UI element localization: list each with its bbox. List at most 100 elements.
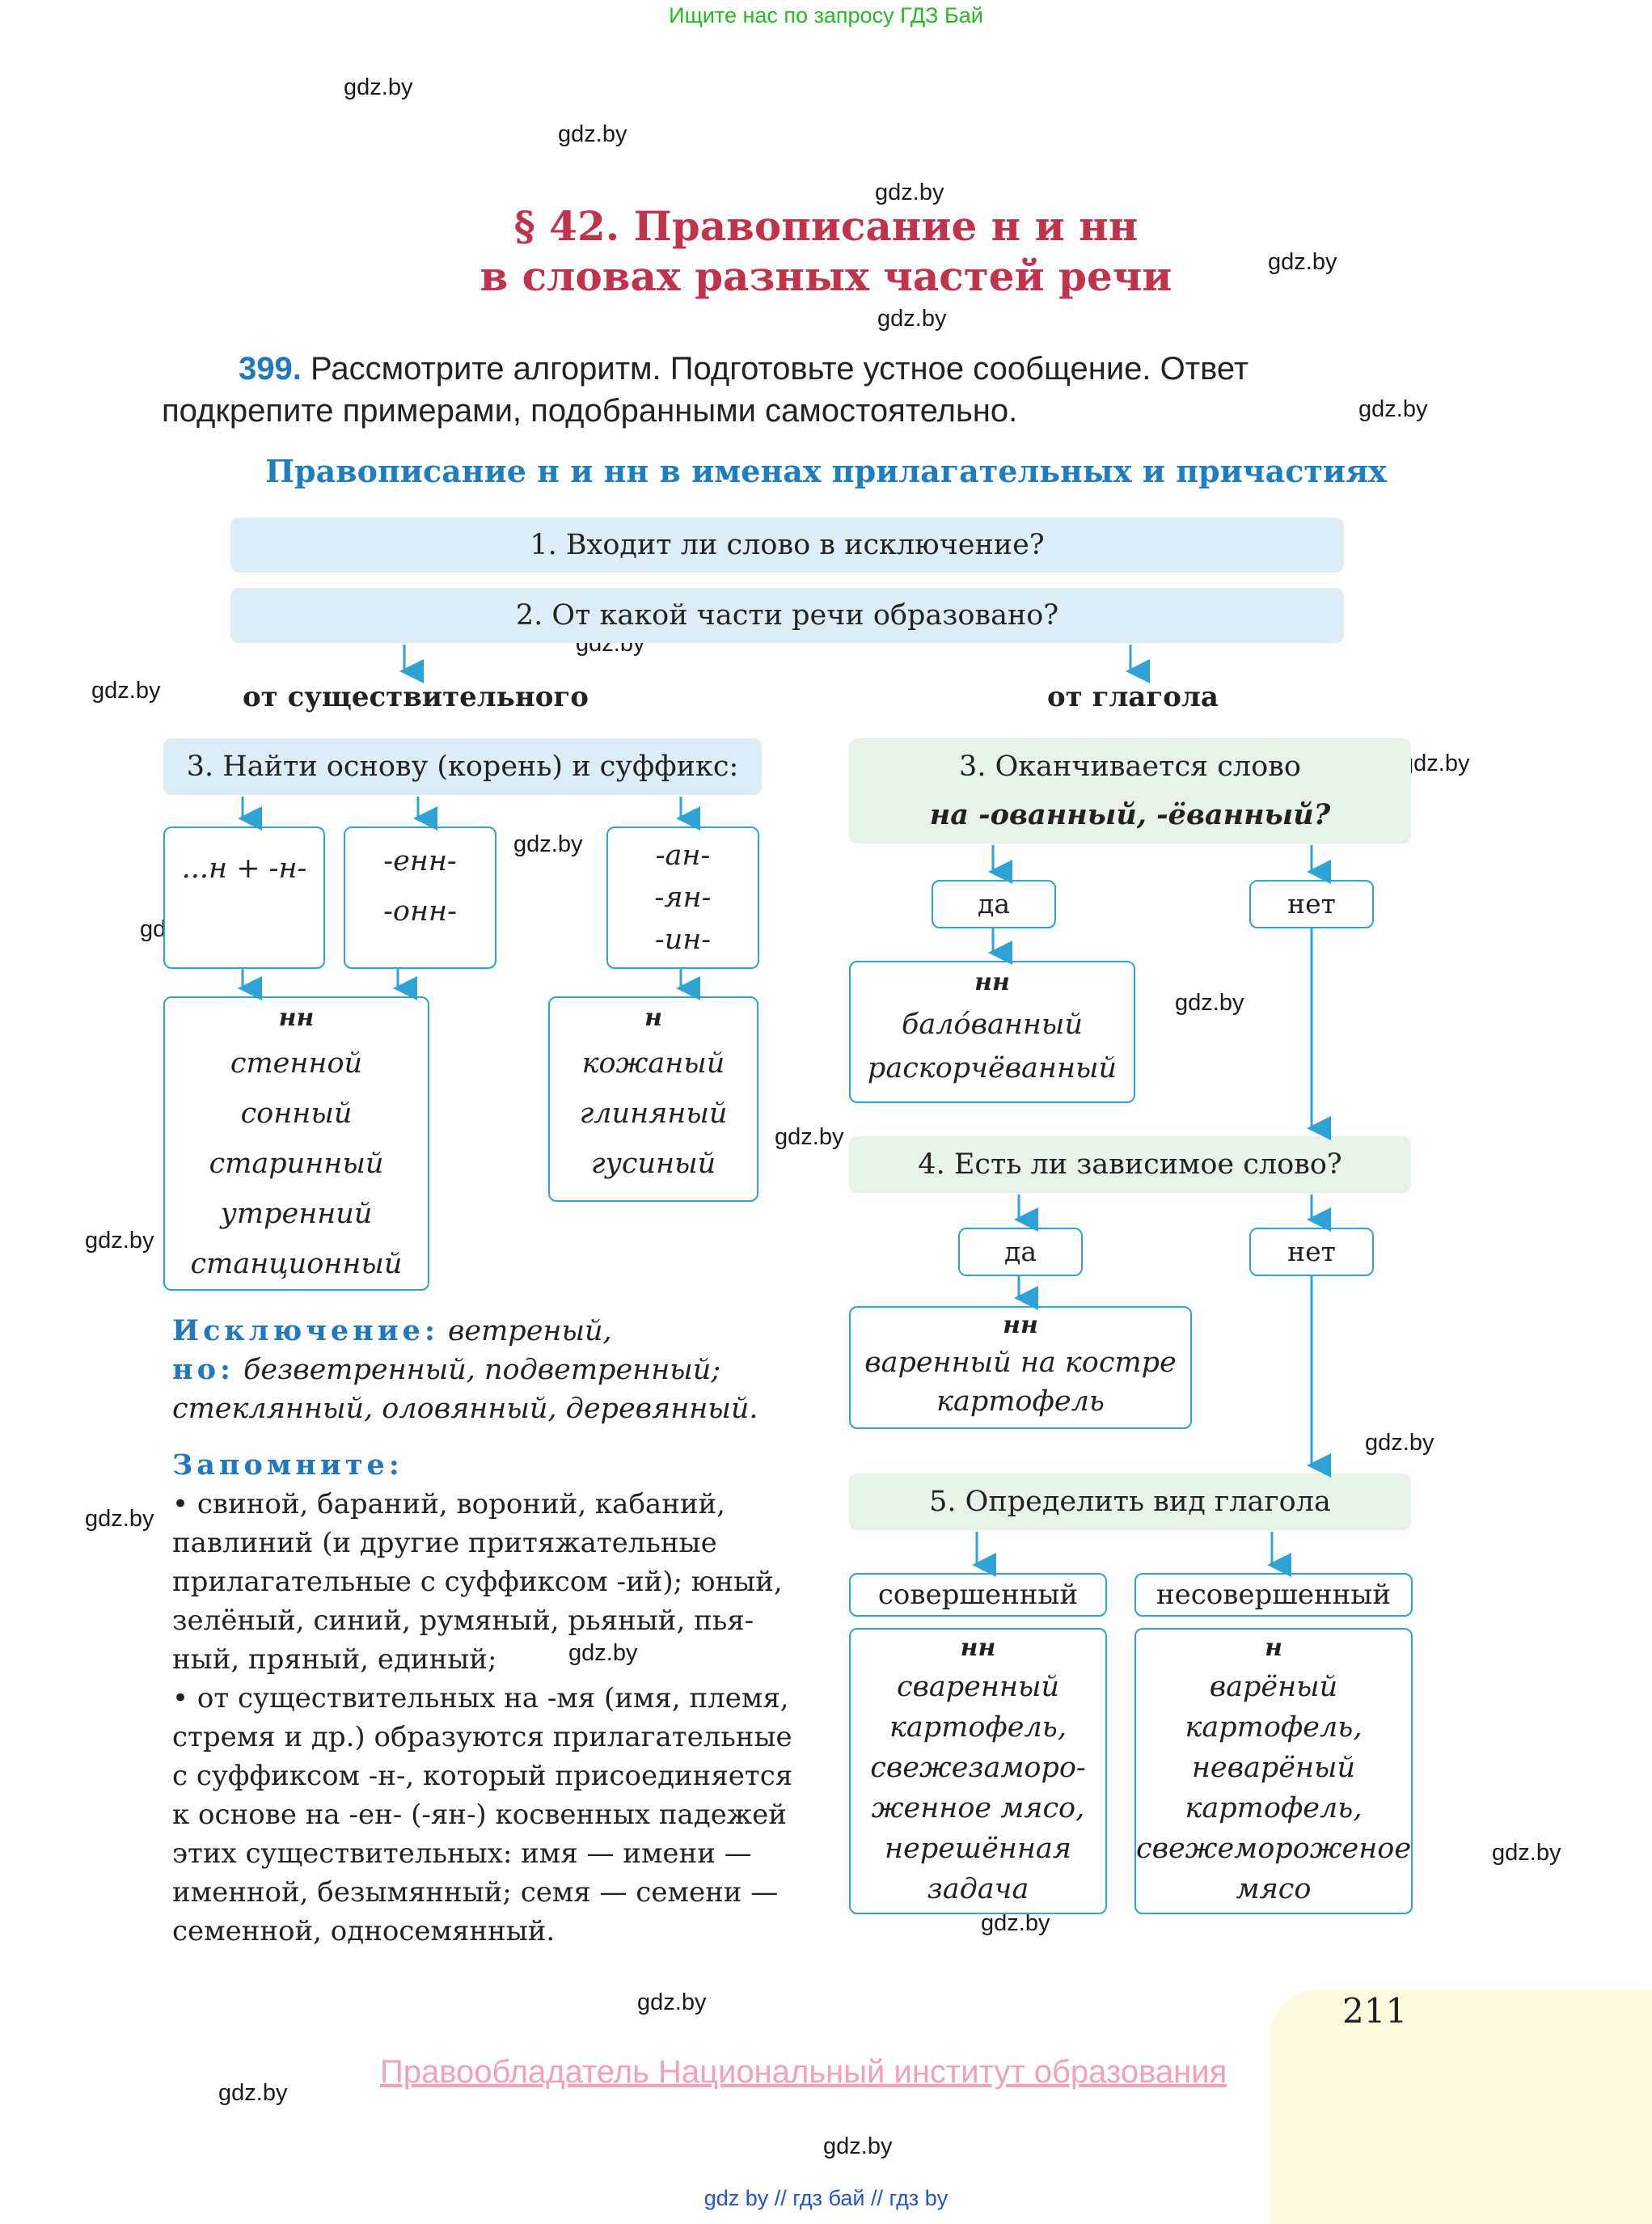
example-word: утренний (220, 1198, 373, 1230)
result-box-n: н кожаный глиняный гусиный (548, 996, 758, 1202)
step-1-bar: 1. Входит ли слово в исключение? (230, 518, 1344, 573)
task-number: 399. (239, 351, 302, 387)
result-box-ovanny: нн бало́ванный раскорчёванный (849, 961, 1135, 1103)
remember-line: • свиной, бараний, вороний, кабаний, (172, 1488, 725, 1520)
watermark: gdz.by (85, 1506, 154, 1532)
watermark: gdz.by (875, 180, 944, 205)
exception-label: Исключение: (172, 1314, 439, 1347)
remember-text: • свиной, бараний, вороний, кабаний, пав… (172, 1485, 819, 1951)
right-step-3-bar: 3. Оканчивается слово на -ованный, -ёван… (849, 738, 1411, 844)
suffix-box-n-plus-n: ...н + -н- (163, 827, 325, 969)
example-word: нерешённая (885, 1833, 1071, 1865)
but-label: но: (172, 1353, 234, 1386)
example-word: неварёный (1191, 1752, 1356, 1784)
task-paragraph: 399. Рассмотрите алгоритм. Подготовьте у… (162, 348, 1423, 432)
right-step-3-line2: на -ованный, -ёванный? (929, 798, 1331, 831)
watermark: gdz.by (344, 74, 413, 100)
result-n-head: н (644, 1004, 662, 1032)
watermark: gdz.by (1175, 990, 1244, 1016)
result-head: нн (974, 968, 1010, 996)
suffix-box-enn-onn: -енн- -онн- (344, 827, 496, 969)
result-head: нн (960, 1634, 996, 1662)
watermark: gdz.by (218, 2080, 288, 2106)
step-4-bar: 4. Есть ли зависимое слово? (849, 1136, 1411, 1193)
example-word: свежезаморо- (870, 1752, 1086, 1784)
example-word: сонный (240, 1097, 353, 1130)
perfective-examples-box: нн сваренный картофель, свежезаморо- жен… (849, 1628, 1107, 1914)
from-verb-label: от глагола (1047, 681, 1219, 713)
remember-line: с суффиксом -н-, который присоединяется (172, 1760, 793, 1792)
example-word: женное мясо, (871, 1792, 1085, 1824)
remember-line: именной, безымянный; семя — семени — (172, 1876, 779, 1909)
remember-line: к основе на -ен- (-ян-) косвенных падеже… (172, 1799, 787, 1831)
watermark: gdz.by (1268, 249, 1337, 275)
remember-line: зелёный, синий, румяный, рьяный, пья- (172, 1605, 754, 1637)
example-word: кожаный (581, 1047, 725, 1080)
remember-line: павлиний (и другие притяжательные (172, 1527, 717, 1559)
perfective-label-box: совершенный (849, 1573, 1107, 1617)
page-number: 211 (1342, 1991, 1408, 2031)
copyright-link[interactable]: Правообладатель Национальный институт об… (380, 2054, 1227, 2090)
remember-line: ный, пряный, единый; (172, 1643, 497, 1676)
example-word: варёный (1209, 1671, 1338, 1703)
example-word: задача (927, 1873, 1029, 1905)
example-word: картофель, (1185, 1711, 1363, 1744)
footer-links[interactable]: gdz by // гдз бай // гдз by (703, 2186, 949, 2210)
example-word: раскорчёванный (867, 1052, 1118, 1085)
example-word: глиняный (579, 1097, 728, 1130)
example-word: картофель, (1185, 1792, 1363, 1824)
example-word: варенный на костре (864, 1347, 1177, 1379)
watermark: gdz.by (1358, 396, 1428, 422)
example-word: мясо (1236, 1873, 1312, 1905)
example-word: станционный (190, 1248, 403, 1280)
remember-label: Запомните: (172, 1448, 403, 1482)
example-word: сваренный (896, 1671, 1060, 1703)
watermark: gdz.by (568, 1640, 638, 1666)
watermark: gdz.by (1401, 750, 1470, 776)
imperfective-label-box: несовершенный (1134, 1573, 1413, 1617)
result-head: н (1265, 1634, 1282, 1662)
watermark: gdz.by (1365, 1430, 1434, 1456)
scheme-subtitle: Правописание н и нн в именах прилагатель… (265, 453, 1387, 489)
suffix-onn: -онн- (383, 895, 457, 928)
remember-line: семенной, односемянный. (172, 1915, 556, 1947)
remember-label-line: Запомните: (172, 1446, 819, 1485)
watermark: gdz.by (877, 306, 947, 332)
result-head: нн (1003, 1311, 1038, 1339)
suffix-yan: -ян- (654, 882, 712, 914)
suffix-n-plus-n: ...н + -н- (181, 852, 307, 885)
watermark: gdz.by (823, 2133, 893, 2159)
example-word: бало́ванный (902, 1008, 1083, 1041)
but-line: но: безветренный, подветренный; (172, 1351, 819, 1389)
result-box-dependent: нн варенный на костре картофель (849, 1306, 1192, 1429)
answer-no-box: нет (1249, 1228, 1374, 1276)
remember-line: этих существительных: имя — имени — (172, 1837, 752, 1870)
but-words-2: стеклянный, оловянный, деревянный. (172, 1393, 758, 1425)
section-title-line2: в словах разных частей речи (480, 252, 1172, 300)
example-word: свежемороженое (1136, 1833, 1412, 1865)
watermark: gdz.by (637, 1989, 707, 2015)
example-word: картофель (936, 1385, 1105, 1418)
suffix-an: -ан- (655, 839, 711, 872)
but-words: безветренный, подветренный; (243, 1354, 721, 1386)
watermark: gdz.by (513, 831, 583, 857)
watermark: gdz.by (558, 121, 627, 147)
exception-line: Исключение: ветреный, (172, 1312, 819, 1351)
imperfective-examples-box: н варёный картофель, неварёный картофель… (1134, 1628, 1413, 1914)
answer-no-box: нет (1249, 880, 1374, 928)
answer-yes-box: да (958, 1228, 1083, 1276)
right-step-3-line1: 3. Оканчивается слово (959, 750, 1301, 783)
example-word: картофель, (889, 1711, 1067, 1744)
exception-word: ветреный, (448, 1315, 612, 1347)
from-noun-label: от существительного (243, 681, 589, 713)
watermark: gdz.by (775, 1124, 844, 1150)
example-word: гусиный (590, 1148, 716, 1180)
top-search-note: Ищите нас по запросу ГДЗ Бай (669, 3, 983, 27)
remember-line: стремя и др.) образуются прилагательные (172, 1721, 792, 1753)
remember-line: прилагательные с суффиксом -ий); юный, (172, 1566, 783, 1598)
watermark: gdz.by (91, 678, 161, 704)
suffix-in: -ин- (654, 924, 712, 956)
step-5-bar: 5. Определить вид глагола (849, 1474, 1411, 1530)
page-number-corner (1270, 1989, 1652, 2224)
result-nn-head: нн (278, 1004, 315, 1032)
